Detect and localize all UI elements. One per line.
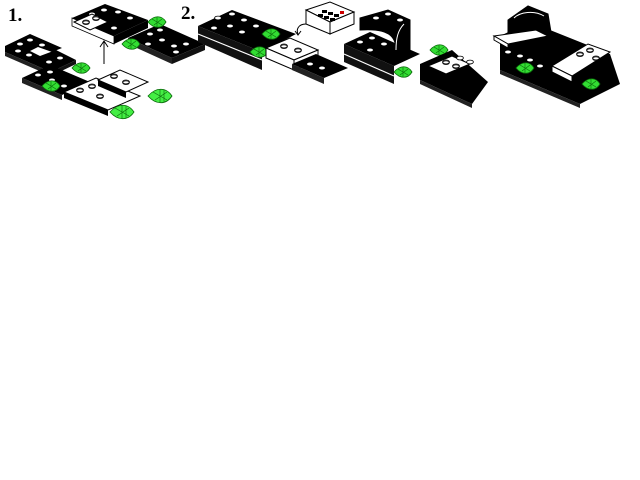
completed-model: [492, 5, 620, 108]
step-number-1: 1.: [8, 5, 23, 26]
curved-arrow-icon: [296, 23, 307, 35]
upper-plate-assembly: [71, 4, 205, 64]
step2-base-left: [197, 10, 348, 84]
step-number-2: 2.: [181, 3, 196, 24]
instruction-illustration: [5, 1, 620, 120]
step1-assembly: [5, 4, 205, 120]
lower-thruster-assembly: [62, 69, 173, 120]
step2-middle-hull: [343, 9, 449, 84]
step2-assembly: [197, 1, 620, 108]
control-panel-brick: [294, 1, 356, 36]
arrow-up-icon: [99, 40, 109, 64]
step2-nose: [420, 50, 488, 108]
lower-left-plate: [22, 65, 90, 100]
